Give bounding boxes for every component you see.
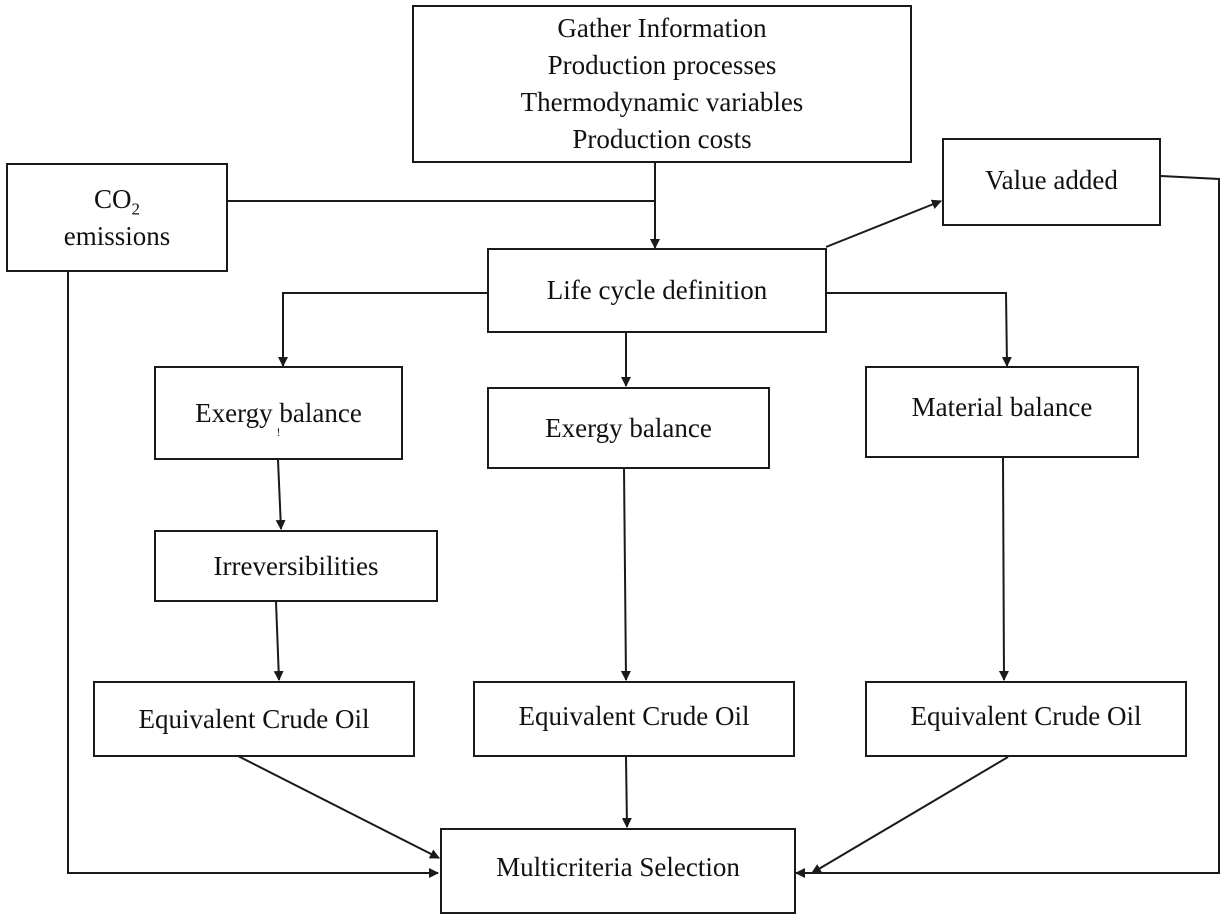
irreversibilities-label: Irreversibilities xyxy=(213,550,379,581)
connector-material-to-eco-right xyxy=(998,457,1009,681)
co2-emissions-box: CO2 emissions xyxy=(6,163,228,272)
connector-eco-right-to-multicriteria xyxy=(811,756,1009,874)
equivalent-crude-oil-left-label: Equivalent Crude Oil xyxy=(138,703,370,734)
connector-lifecycle-to-material xyxy=(826,292,1012,367)
equivalent-crude-oil-mid-box: Equivalent Crude Oil xyxy=(473,681,795,757)
connector-eco-left-to-multicriteria xyxy=(237,755,440,859)
material-balance-label: Material balance xyxy=(911,391,1093,422)
equivalent-crude-oil-mid-label: Equivalent Crude Oil xyxy=(518,700,750,731)
value-added-label: Value added xyxy=(985,164,1118,195)
equivalent-crude-oil-right-label: Equivalent Crude Oil xyxy=(910,700,1142,731)
co2-subscript: 2 xyxy=(131,198,141,218)
multicriteria-selection-box: Multicriteria Selection xyxy=(440,828,796,914)
multicriteria-selection-label: Multicriteria Selection xyxy=(496,851,740,882)
value-added-box: Value added xyxy=(942,138,1161,226)
connector-eco-mid-to-multicriteria xyxy=(621,756,632,828)
connector-exergy-left-to-irreversibilities xyxy=(275,459,286,530)
connector-value-added-to-multicriteria xyxy=(795,175,1220,878)
gather-information-title: Gather Information xyxy=(557,13,767,43)
connector-lifecycle-to-value-added xyxy=(825,199,942,248)
thermodynamic-variables-label: Thermodynamic variables xyxy=(520,87,804,117)
irreversibilities-box: Irreversibilities xyxy=(154,530,438,602)
life-cycle-definition-box: Life cycle definition xyxy=(487,248,827,333)
equivalent-crude-oil-left-box: Equivalent Crude Oil xyxy=(93,681,415,757)
connector-exergy-mid-to-eco-mid xyxy=(620,467,631,681)
exergy-balance-left-label: Exergy balance! xyxy=(195,397,362,439)
exergy-balance-mid-box: Exergy balance xyxy=(487,387,770,469)
connector-irreversibilities-to-eco-left xyxy=(273,601,284,681)
exergy-balance-left-box: Exergy balance! xyxy=(154,366,403,460)
material-balance-box: Material balance xyxy=(865,366,1139,458)
connector-lifecycle-to-exergy-left xyxy=(278,292,488,367)
exergy-balance-mid-label: Exergy balance xyxy=(545,412,712,443)
gather-information-box: Gather Information Production processes … xyxy=(412,5,912,163)
production-costs-label: Production costs xyxy=(572,124,752,154)
life-cycle-definition-label: Life cycle definition xyxy=(546,275,768,305)
emissions-label: emissions xyxy=(63,220,171,251)
production-processes-label: Production processes xyxy=(547,50,777,80)
connector-co2-to-multicriteria xyxy=(67,272,439,878)
equivalent-crude-oil-right-box: Equivalent Crude Oil xyxy=(865,681,1187,757)
co2-label: CO2 xyxy=(93,183,141,218)
